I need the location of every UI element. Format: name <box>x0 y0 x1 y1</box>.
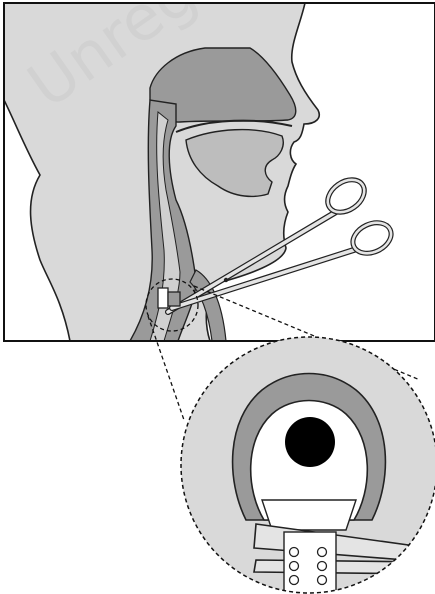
head-cross-section: Unregistered <box>4 0 435 341</box>
zoom-target-dot <box>285 417 335 467</box>
zoom-lower-blade <box>254 560 430 574</box>
zoom-neck <box>262 500 356 530</box>
